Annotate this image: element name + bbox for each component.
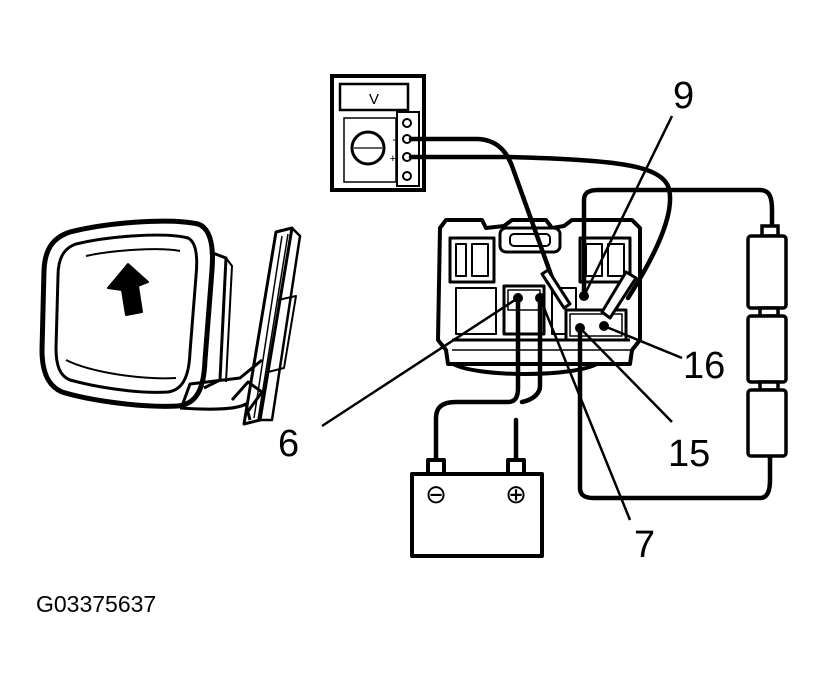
battery-positive-icon: ⊕ bbox=[505, 480, 527, 510]
test-wiring bbox=[408, 136, 775, 501]
voltmeter bbox=[330, 74, 426, 192]
callout-15: 15 bbox=[668, 433, 710, 475]
test-probes bbox=[540, 268, 638, 320]
callout-9: 9 bbox=[673, 75, 694, 117]
callout-leaders bbox=[321, 115, 683, 521]
cell-pack bbox=[746, 224, 788, 458]
callout-6: 6 bbox=[278, 423, 299, 465]
callout-16: 16 bbox=[683, 345, 725, 387]
battery-negative-icon: ⊖ bbox=[425, 480, 447, 510]
meter-plus-label: + bbox=[390, 153, 396, 165]
outside-mirror bbox=[39, 218, 302, 426]
figure-code: G03375637 bbox=[36, 591, 156, 617]
battery bbox=[410, 458, 544, 558]
arrow-up-icon bbox=[107, 263, 149, 316]
meter-minus-label: - bbox=[392, 134, 396, 146]
callout-7: 7 bbox=[634, 524, 655, 566]
voltmeter-display: V bbox=[369, 91, 379, 108]
